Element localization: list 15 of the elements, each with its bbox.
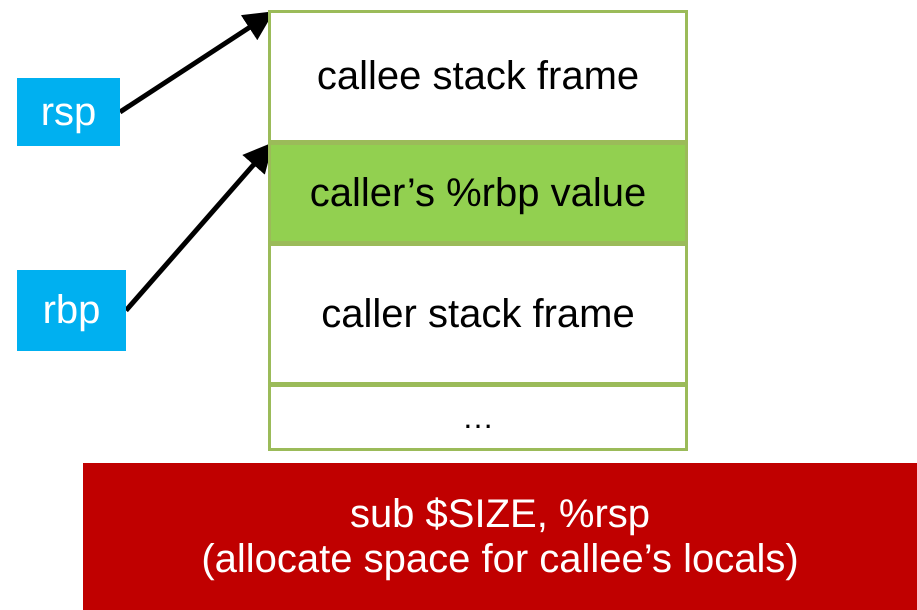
- label-text: caller’s %rbp value: [310, 170, 646, 216]
- label-text: caller stack frame: [321, 292, 635, 336]
- label-text: sub $SIZE, %rsp: [350, 492, 650, 536]
- register-label: [17, 270, 126, 351]
- label-text: rsp: [40, 90, 96, 134]
- label-text: rbp: [42, 288, 100, 333]
- label-text: …: [462, 399, 494, 436]
- stack-frame: [268, 10, 688, 143]
- register-label: [17, 78, 120, 146]
- label-text: callee stack frame: [316, 54, 640, 99]
- instruction-banner: [83, 463, 917, 610]
- stack-frame: [268, 243, 688, 385]
- saved-rbp-slot: [268, 142, 688, 244]
- stack-continuation: [268, 384, 688, 451]
- label-text: (allocate space for callee’s locals): [201, 536, 799, 582]
